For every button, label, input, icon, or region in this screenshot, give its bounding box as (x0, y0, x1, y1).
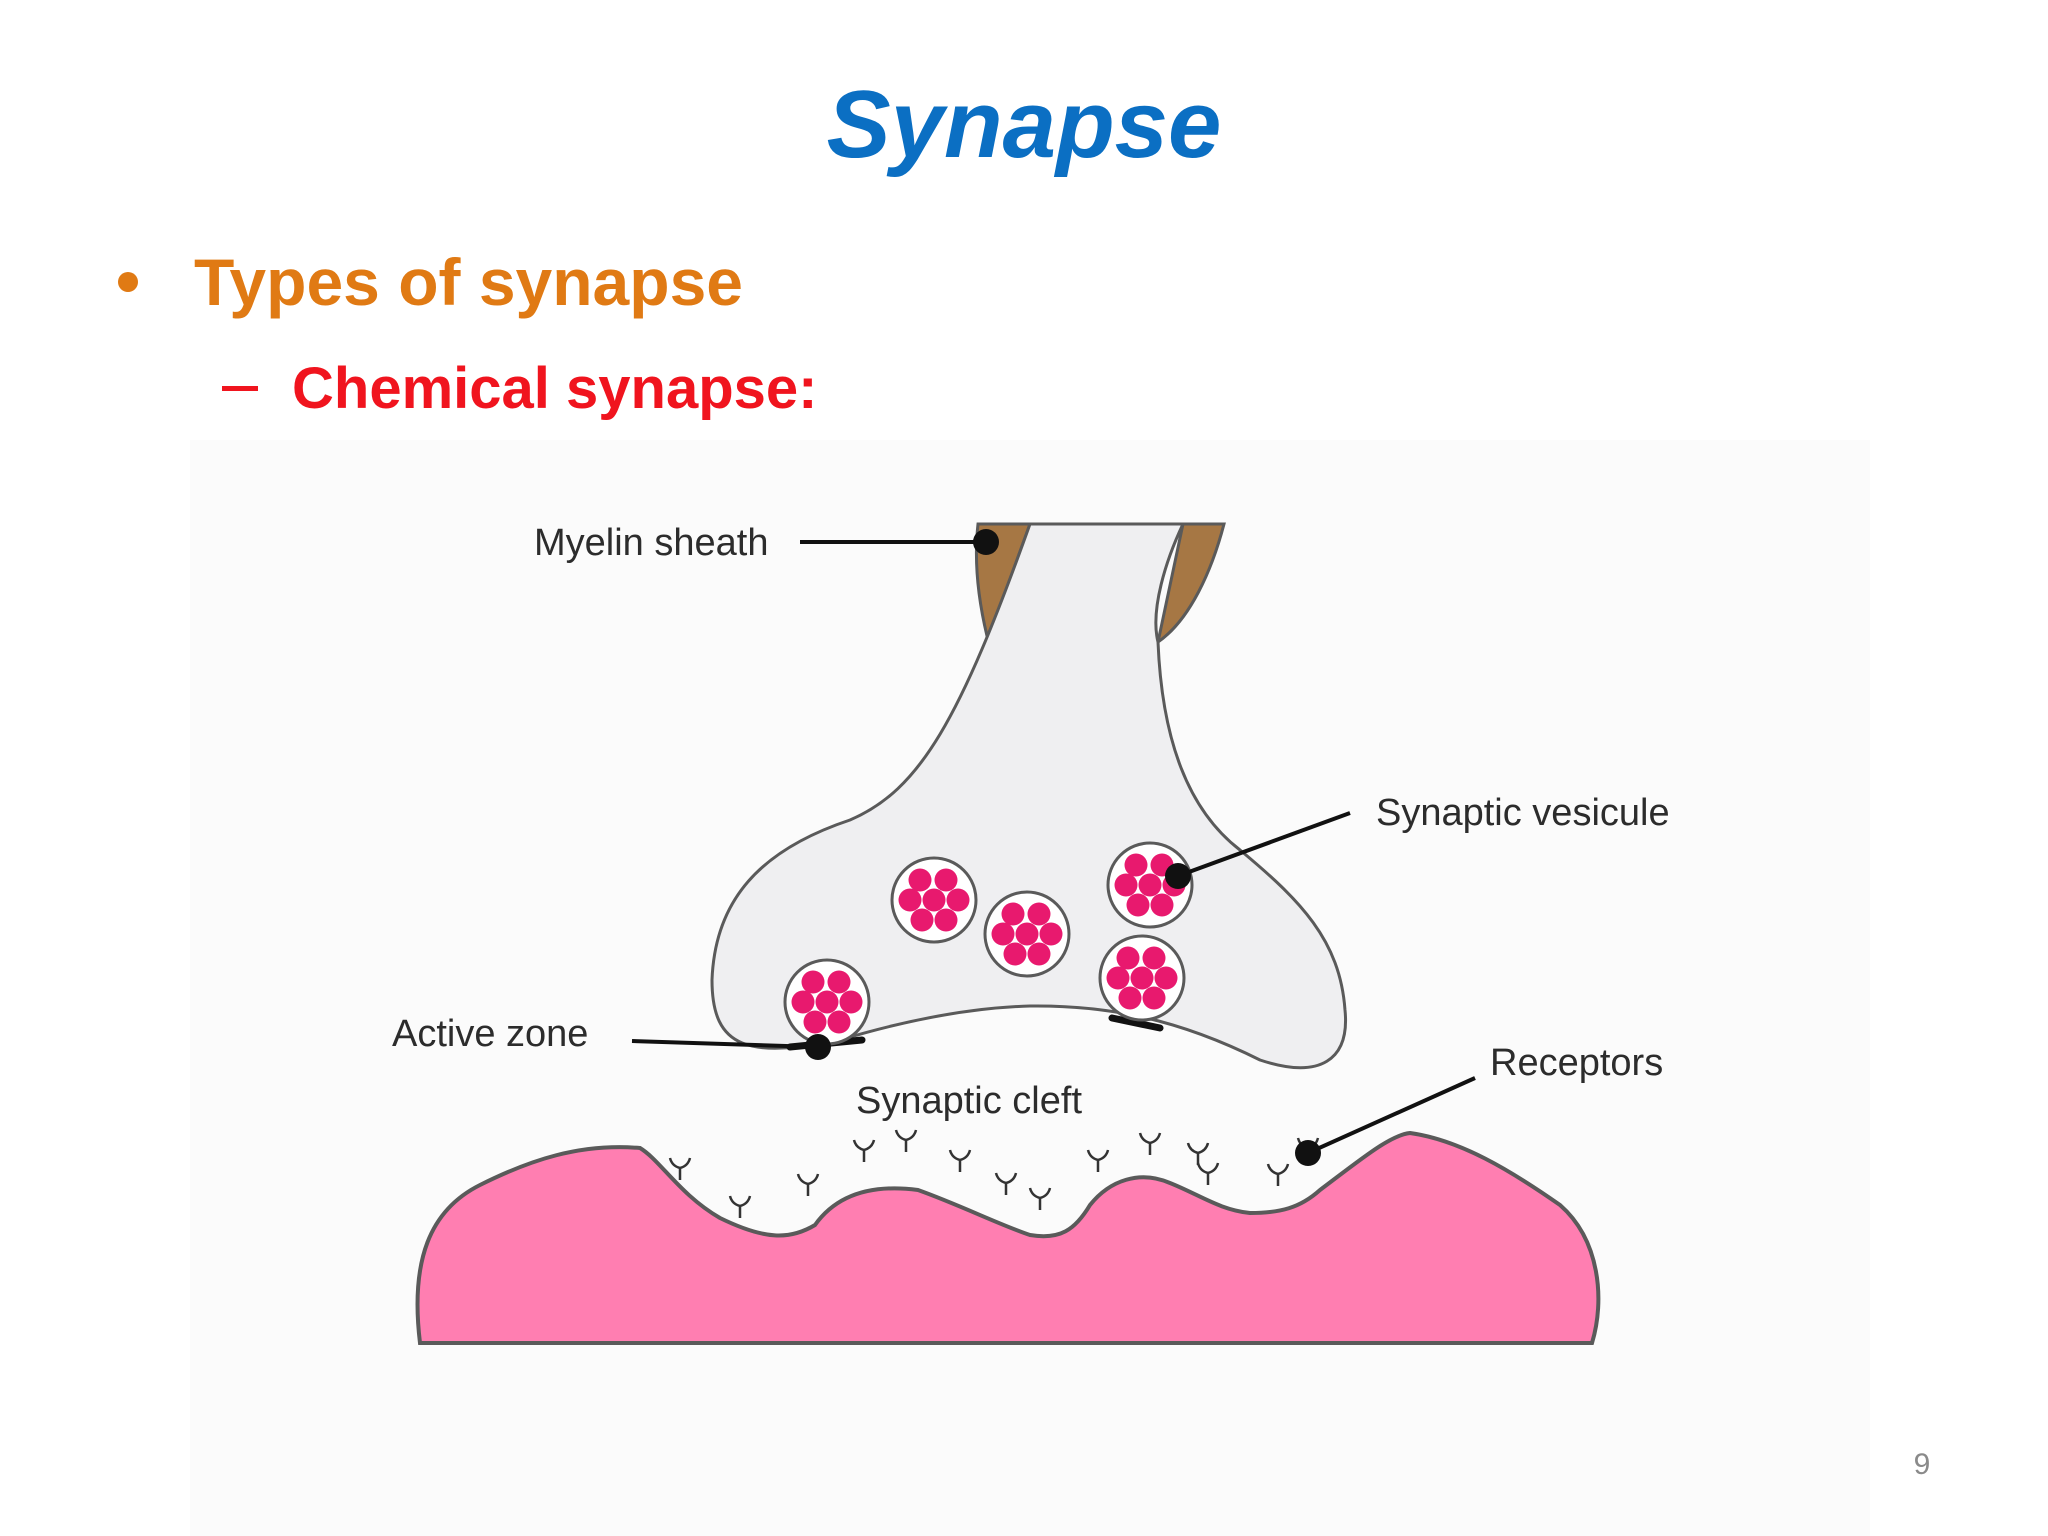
neurotransmitter-dot (1126, 893, 1150, 917)
neurotransmitter-dot (815, 990, 839, 1014)
receptor-icon (1266, 1163, 1290, 1186)
vesicle (890, 856, 978, 944)
slide-title: Synapse (826, 71, 1222, 178)
receptor-icon (796, 1173, 820, 1196)
receptor-icon (994, 1172, 1018, 1195)
receptor-icon (1138, 1132, 1162, 1155)
pointer-myelin-dot (973, 529, 999, 555)
label-active-zone: Active zone (392, 1013, 588, 1055)
pointer-receptors-dot (1295, 1140, 1321, 1166)
neurotransmitter-dot (827, 1010, 851, 1034)
neurotransmitter-dot (1114, 873, 1138, 897)
neurotransmitter-dot (1150, 893, 1174, 917)
vesicle (1098, 934, 1186, 1022)
neurotransmitter-dot (1106, 966, 1130, 990)
vesicle (783, 958, 871, 1046)
label-pointers (631, 529, 1476, 1166)
label-synaptic-cleft: Synaptic cleft (856, 1080, 1082, 1122)
pointer-active-zone-line (631, 1039, 819, 1049)
neurotransmitter-dot (1138, 873, 1162, 897)
pointer-vesicule-line (1177, 811, 1351, 878)
vesicle (1106, 841, 1194, 929)
receptor-icon (948, 1149, 972, 1172)
sub-bullet-item: Chemical synapse: (222, 350, 817, 426)
neurotransmitter-dot (803, 1010, 827, 1034)
sub-bullet-text: Chemical synapse: (292, 355, 818, 421)
pointer-receptors-line (1307, 1076, 1476, 1155)
neurotransmitter-dot (1154, 966, 1178, 990)
myelin-sheath-right (1155, 522, 1226, 646)
sub-bullet-dash-icon (222, 385, 258, 391)
active-zone-mark (1108, 1014, 1164, 1032)
receptor-icon (668, 1157, 692, 1180)
receptor-icon (894, 1129, 918, 1152)
neurotransmitter-dot (801, 970, 825, 994)
receptor-icon (1196, 1162, 1220, 1185)
neurotransmitter-dot (1142, 986, 1166, 1010)
neurotransmitter-dot (839, 990, 863, 1014)
neurotransmitter-dot (1130, 966, 1154, 990)
presynaptic-terminal (710, 522, 1348, 1070)
label-myelin-sheath: Myelin sheath (534, 522, 768, 564)
bullet-text: Types of synapse (194, 245, 743, 319)
receptor-icon (1028, 1187, 1052, 1210)
receptor-icon (728, 1195, 752, 1218)
synaptic-vesicles (783, 841, 1194, 1046)
bullet-item: Types of synapse (118, 242, 743, 322)
neurotransmitter-dot (1001, 902, 1025, 926)
neurotransmitter-dot (1124, 853, 1148, 877)
neurotransmitter-dot (1116, 946, 1140, 970)
neurotransmitter-dot (991, 922, 1015, 946)
receptor-icon (852, 1139, 876, 1162)
neurotransmitter-dot (1142, 946, 1166, 970)
neurotransmitter-dot (1039, 922, 1063, 946)
neurotransmitter-dot (922, 888, 946, 912)
receptors (668, 1129, 1320, 1218)
neurotransmitter-dot (908, 868, 932, 892)
receptor-icon (1186, 1142, 1210, 1165)
neurotransmitter-dot (934, 868, 958, 892)
neurotransmitter-dot (1015, 922, 1039, 946)
bullet-dot-icon (118, 272, 138, 292)
neurotransmitter-dot (946, 888, 970, 912)
receptor-icon (1086, 1149, 1110, 1172)
neurotransmitter-dot (791, 990, 815, 1014)
pointer-vesicule-dot (1165, 863, 1191, 889)
label-synaptic-vesicule: Synaptic vesicule (1376, 792, 1670, 834)
vesicle (983, 890, 1071, 978)
neurotransmitter-dot (1027, 902, 1051, 926)
pointer-active-zone-dot (805, 1034, 831, 1060)
label-receptors: Receptors (1490, 1042, 1663, 1084)
neurotransmitter-dot (827, 970, 851, 994)
page-number: 9 (1913, 1448, 1931, 1481)
neurotransmitter-dot (1118, 986, 1142, 1010)
neurotransmitter-dot (1003, 942, 1027, 966)
neurotransmitter-dot (898, 888, 922, 912)
neurotransmitter-dot (1027, 942, 1051, 966)
neurotransmitter-dot (910, 908, 934, 932)
postsynaptic-membrane (415, 1130, 1601, 1345)
neurotransmitter-dot (934, 908, 958, 932)
